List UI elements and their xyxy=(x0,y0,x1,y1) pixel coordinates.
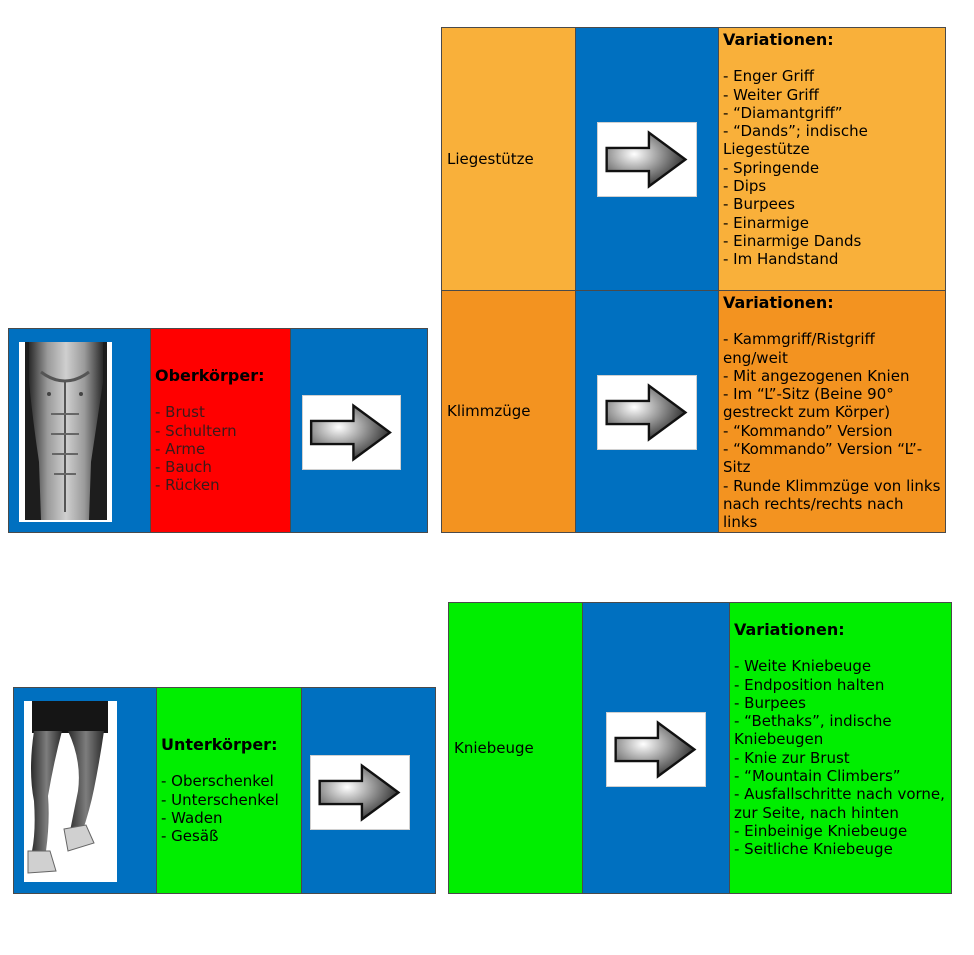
legs-photo xyxy=(24,701,117,882)
lower-body-title: Unterkörper: xyxy=(161,735,278,754)
torso-photo xyxy=(19,342,112,522)
list-item: - Endposition halten xyxy=(734,675,885,694)
list-item: - Kammgriff/Ristgriff eng/weit xyxy=(723,330,875,367)
upper-body-text-cell: Oberkörper: - Brust - Schultern - Arme -… xyxy=(150,328,291,533)
list-item: - Weiter Griff xyxy=(723,85,819,104)
list-item: - Im “L”-Sitz (Beine 90° gestreckt zum K… xyxy=(723,385,894,422)
variations-list: - Weite Kniebeuge - Endposition halten -… xyxy=(734,657,947,858)
list-item: - “Mountain Climbers” xyxy=(734,767,901,786)
list-item: - Arme xyxy=(155,439,206,458)
variations-list: - Kammgriff/Ristgriff eng/weit - Mit ang… xyxy=(723,330,941,531)
variations-heading: Variationen: xyxy=(723,293,834,312)
list-item: - Rücken xyxy=(155,476,220,495)
exercise-label: Kniebeuge xyxy=(454,738,534,757)
list-item: - “Dands”; indische Liegestütze xyxy=(723,122,868,159)
list-item: - Knie zur Brust xyxy=(734,748,850,767)
right-arrow-icon xyxy=(310,755,410,830)
exercise-label-cell-klimmzuege: Klimmzüge xyxy=(441,290,576,533)
list-item: - Im Handstand xyxy=(723,250,839,269)
upper-body-title: Oberkörper: xyxy=(155,366,265,385)
variations-heading: Variationen: xyxy=(723,30,834,49)
lower-body-list: - Oberschenkel - Unterschenkel - Waden -… xyxy=(161,772,297,845)
list-item: - Ausfallschritte nach vorne, zur Seite,… xyxy=(734,785,945,822)
exercise-variations-cell-kniebeuge: Variationen: - Weite Kniebeuge - Endposi… xyxy=(729,602,952,894)
exercise-arrow-cell-kniebeuge xyxy=(582,602,730,894)
list-item: - Bauch xyxy=(155,458,212,477)
upper-body-list: - Brust - Schultern - Arme - Bauch - Rüc… xyxy=(155,403,286,494)
list-item: - Weite Kniebeuge xyxy=(734,657,872,676)
list-item: - Dips xyxy=(723,177,767,196)
right-arrow-icon xyxy=(606,712,706,787)
exercise-arrow-cell-liegestuetze xyxy=(575,27,719,291)
lower-body-photo-cell xyxy=(13,687,157,894)
lower-body-arrow-cell xyxy=(301,687,436,894)
list-item: - Einarmige xyxy=(723,213,809,232)
right-arrow-icon xyxy=(597,122,697,197)
list-item: - Gesäß xyxy=(161,827,219,846)
list-item: - Seitliche Kniebeuge xyxy=(734,840,893,859)
list-item: - “Diamantgriff” xyxy=(723,103,843,122)
list-item: - “Kommando” Version “L”-Sitz xyxy=(723,440,923,477)
right-arrow-icon xyxy=(302,395,401,470)
list-item: - Mit angezogenen Knien xyxy=(723,366,910,385)
list-item: - Unterschenkel xyxy=(161,790,279,809)
variations-list: - Enger Griff - Weiter Griff - “Diamantg… xyxy=(723,67,941,268)
list-item: - Schultern xyxy=(155,421,237,440)
list-item: - Brust xyxy=(155,403,205,422)
list-item: - Enger Griff xyxy=(723,67,815,86)
exercise-label-cell-kniebeuge: Kniebeuge xyxy=(448,602,583,894)
exercise-label-cell-liegestuetze: Liegestütze xyxy=(441,27,576,291)
exercise-variations-cell-liegestuetze: Variationen: - Enger Griff - Weiter Grif… xyxy=(718,27,946,291)
variations-heading: Variationen: xyxy=(734,620,845,639)
list-item: - Oberschenkel xyxy=(161,772,274,791)
list-item: - Springende xyxy=(723,158,820,177)
lower-body-text-cell: Unterkörper: - Oberschenkel - Unterschen… xyxy=(156,687,302,894)
list-item: - Runde Klimmzüge von links nach rechts/… xyxy=(723,476,941,532)
exercise-label: Klimmzüge xyxy=(447,402,531,421)
right-arrow-icon xyxy=(597,375,697,450)
exercise-label: Liegestütze xyxy=(447,149,534,168)
list-item: - Burpees xyxy=(734,693,806,712)
upper-body-photo-cell xyxy=(8,328,151,533)
list-item: - Einbeinige Kniebeuge xyxy=(734,821,908,840)
list-item: - Waden xyxy=(161,808,223,827)
list-item: - “Kommando” Version xyxy=(723,421,893,440)
exercise-arrow-cell-klimmzuege xyxy=(575,290,719,533)
exercise-variations-cell-klimmzuege: Variationen: - Kammgriff/Ristgriff eng/w… xyxy=(718,290,946,533)
list-item: - Burpees xyxy=(723,195,795,214)
list-item: - “Bethaks”, indische Kniebeugen xyxy=(734,712,892,749)
upper-body-arrow-cell xyxy=(290,328,428,533)
list-item: - Einarmige Dands xyxy=(723,231,862,250)
